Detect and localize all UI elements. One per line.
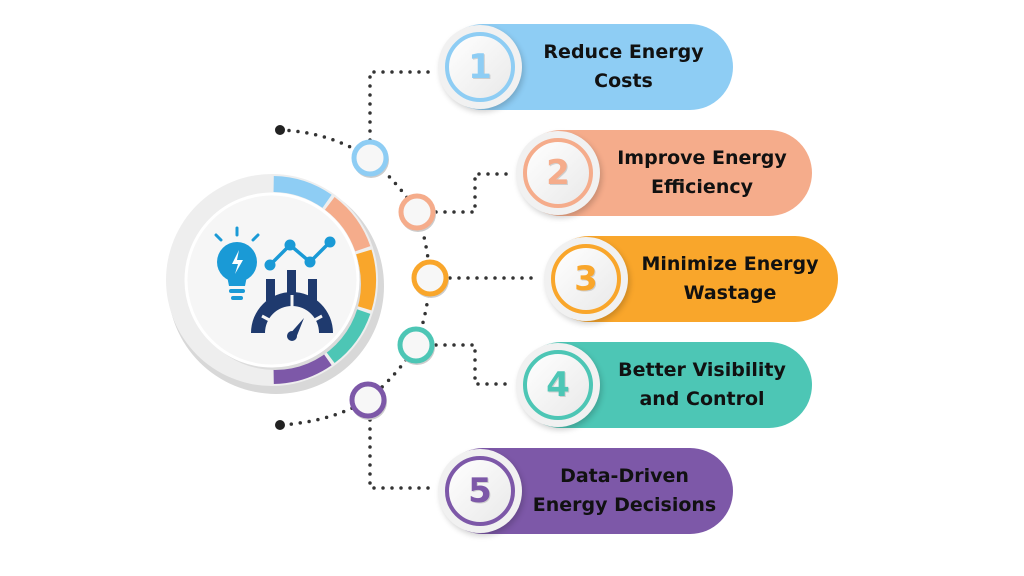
item-4-badge: 4: [516, 343, 600, 427]
energy-bulb-chart-gauge-icon: [214, 226, 336, 341]
ring-segment-4: [324, 308, 371, 364]
item-2-line2: Efficiency: [650, 176, 753, 198]
item-1-line1: Reduce Energy: [543, 41, 704, 63]
item-4: Better Visibility and Control 4: [516, 342, 812, 428]
item-4-number: 4: [546, 365, 570, 405]
ring-segment-1: [273, 176, 332, 209]
item-1-line2: Costs: [594, 70, 653, 92]
ring-segment-3: [356, 249, 376, 311]
item-5-line2: Energy Decisions: [532, 494, 717, 516]
end-dot: [275, 125, 285, 135]
connector-line: [434, 343, 512, 386]
item-1-number: 1: [468, 47, 492, 87]
node-ring-3: [411, 259, 449, 297]
connector-line: [368, 70, 434, 142]
node-ring-5: [349, 381, 387, 419]
node-ring-4: [397, 326, 435, 364]
item-3-line2: Wastage: [683, 282, 777, 304]
item-1-badge: 1: [438, 25, 522, 109]
item-5-line1: Data-Driven: [560, 465, 689, 487]
connector-line: [434, 172, 512, 214]
ring-segment-5: [273, 351, 332, 384]
ring-segment-2: [324, 196, 371, 252]
item-2-number: 2: [546, 153, 570, 193]
item-4-line2: and Control: [639, 388, 765, 410]
item-3-number: 3: [574, 259, 598, 299]
item-5-badge: 5: [438, 449, 522, 533]
end-dot: [275, 420, 285, 430]
item-4-line1: Better Visibility: [618, 359, 786, 381]
node-ring-1: [351, 139, 389, 177]
item-2-line1: Improve Energy: [617, 147, 787, 169]
item-3-badge: 3: [544, 237, 628, 321]
item-5-number: 5: [468, 471, 492, 511]
connector-line: [368, 418, 434, 490]
item-3-line1: Minimize Energy: [641, 253, 819, 275]
node-ring-2: [398, 193, 436, 231]
connector-line: [278, 128, 372, 160]
item-2-badge: 2: [516, 131, 600, 215]
